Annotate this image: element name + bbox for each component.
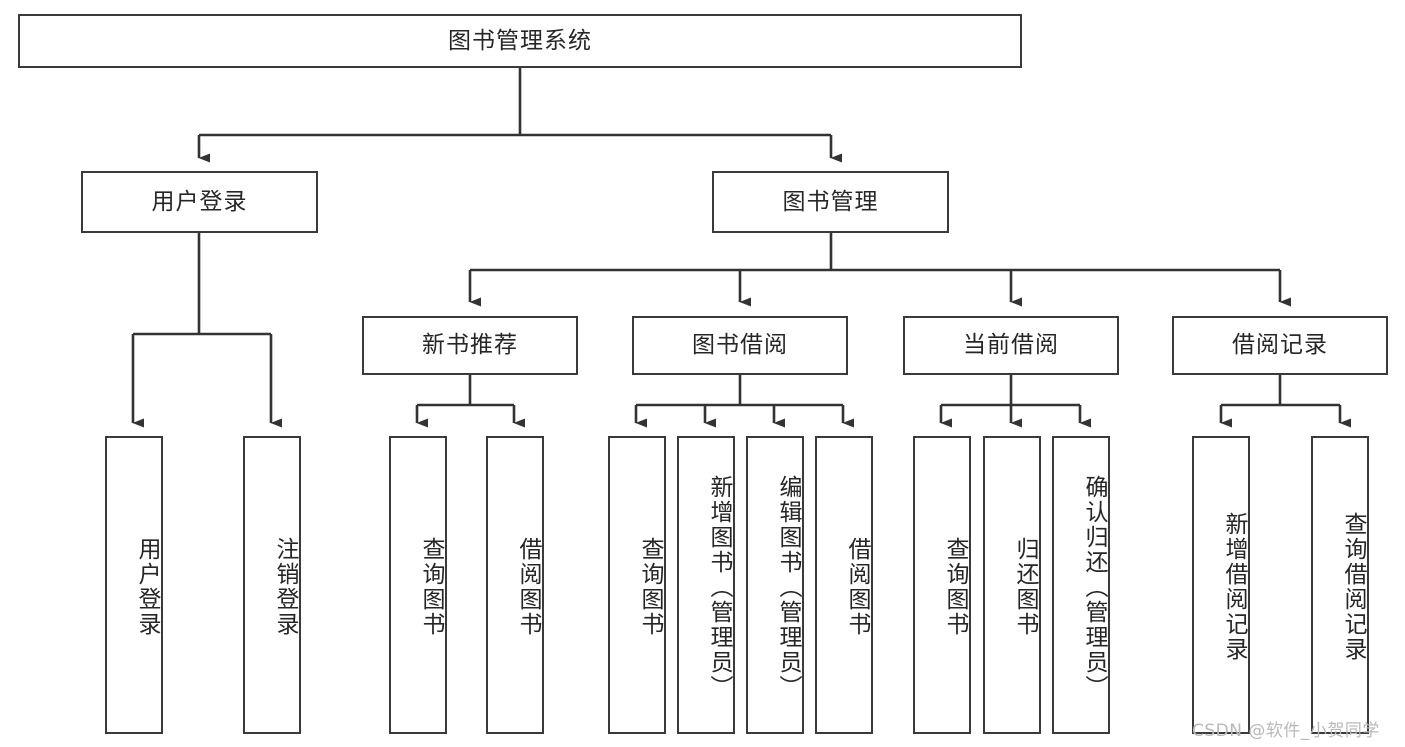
node-new-book-rec[interactable]: 新书推荐 xyxy=(362,316,578,375)
node-book-manage[interactable]: 图书管理 xyxy=(712,171,949,233)
node-current-borrow[interactable]: 当前借阅 xyxy=(903,316,1119,375)
node-leaf-confirm-return-label: 确认归还（管理员） xyxy=(1081,474,1107,700)
node-leaf-edit-book-label: 编辑图书（管理员） xyxy=(775,474,801,700)
node-leaf-query-book-2-label: 查询图书 xyxy=(637,537,663,637)
node-leaf-query-book-3[interactable]: 查询图书 xyxy=(913,436,971,734)
node-borrow-record-label: 借阅记录 xyxy=(1232,332,1328,359)
node-leaf-user-logout-label: 注销登录 xyxy=(272,537,298,637)
node-leaf-query-record-label: 查询借阅记录 xyxy=(1340,512,1366,662)
node-leaf-return-book[interactable]: 归还图书 xyxy=(983,436,1041,734)
node-leaf-edit-book[interactable]: 编辑图书（管理员） xyxy=(746,436,804,734)
node-leaf-query-book-2[interactable]: 查询图书 xyxy=(608,436,666,734)
node-book-borrow-label: 图书借阅 xyxy=(692,332,788,359)
node-borrow-record[interactable]: 借阅记录 xyxy=(1172,316,1388,375)
node-leaf-borrow-book-2[interactable]: 借阅图书 xyxy=(815,436,873,734)
node-leaf-confirm-return[interactable]: 确认归还（管理员） xyxy=(1052,436,1110,734)
node-leaf-query-record[interactable]: 查询借阅记录 xyxy=(1311,436,1369,734)
node-book-manage-label: 图书管理 xyxy=(782,188,879,215)
node-root-label: 图书管理系统 xyxy=(448,27,592,54)
node-leaf-borrow-book-1-label: 借阅图书 xyxy=(515,537,541,637)
node-leaf-add-book[interactable]: 新增图书（管理员） xyxy=(677,436,735,734)
node-root[interactable]: 图书管理系统 xyxy=(18,14,1022,68)
node-user-login-label: 用户登录 xyxy=(151,188,248,215)
node-leaf-add-record[interactable]: 新增借阅记录 xyxy=(1192,436,1250,734)
node-leaf-user-login[interactable]: 用户登录 xyxy=(105,436,163,734)
node-current-borrow-label: 当前借阅 xyxy=(963,332,1059,359)
node-leaf-query-book-1-label: 查询图书 xyxy=(418,537,444,637)
node-book-borrow[interactable]: 图书借阅 xyxy=(632,316,848,375)
node-leaf-user-logout[interactable]: 注销登录 xyxy=(243,436,301,734)
node-leaf-user-login-label: 用户登录 xyxy=(134,537,160,637)
node-leaf-return-book-label: 归还图书 xyxy=(1012,537,1038,637)
node-leaf-query-book-1[interactable]: 查询图书 xyxy=(389,436,447,734)
node-leaf-query-book-3-label: 查询图书 xyxy=(942,537,968,637)
node-leaf-borrow-book-2-label: 借阅图书 xyxy=(844,537,870,637)
node-leaf-add-book-label: 新增图书（管理员） xyxy=(706,474,732,700)
node-user-login[interactable]: 用户登录 xyxy=(81,171,318,233)
node-new-book-rec-label: 新书推荐 xyxy=(422,332,518,359)
csdn-watermark: CSDN @软件_小贺同学 xyxy=(1192,721,1380,741)
node-leaf-add-record-label: 新增借阅记录 xyxy=(1221,512,1247,662)
node-leaf-borrow-book-1[interactable]: 借阅图书 xyxy=(486,436,544,734)
